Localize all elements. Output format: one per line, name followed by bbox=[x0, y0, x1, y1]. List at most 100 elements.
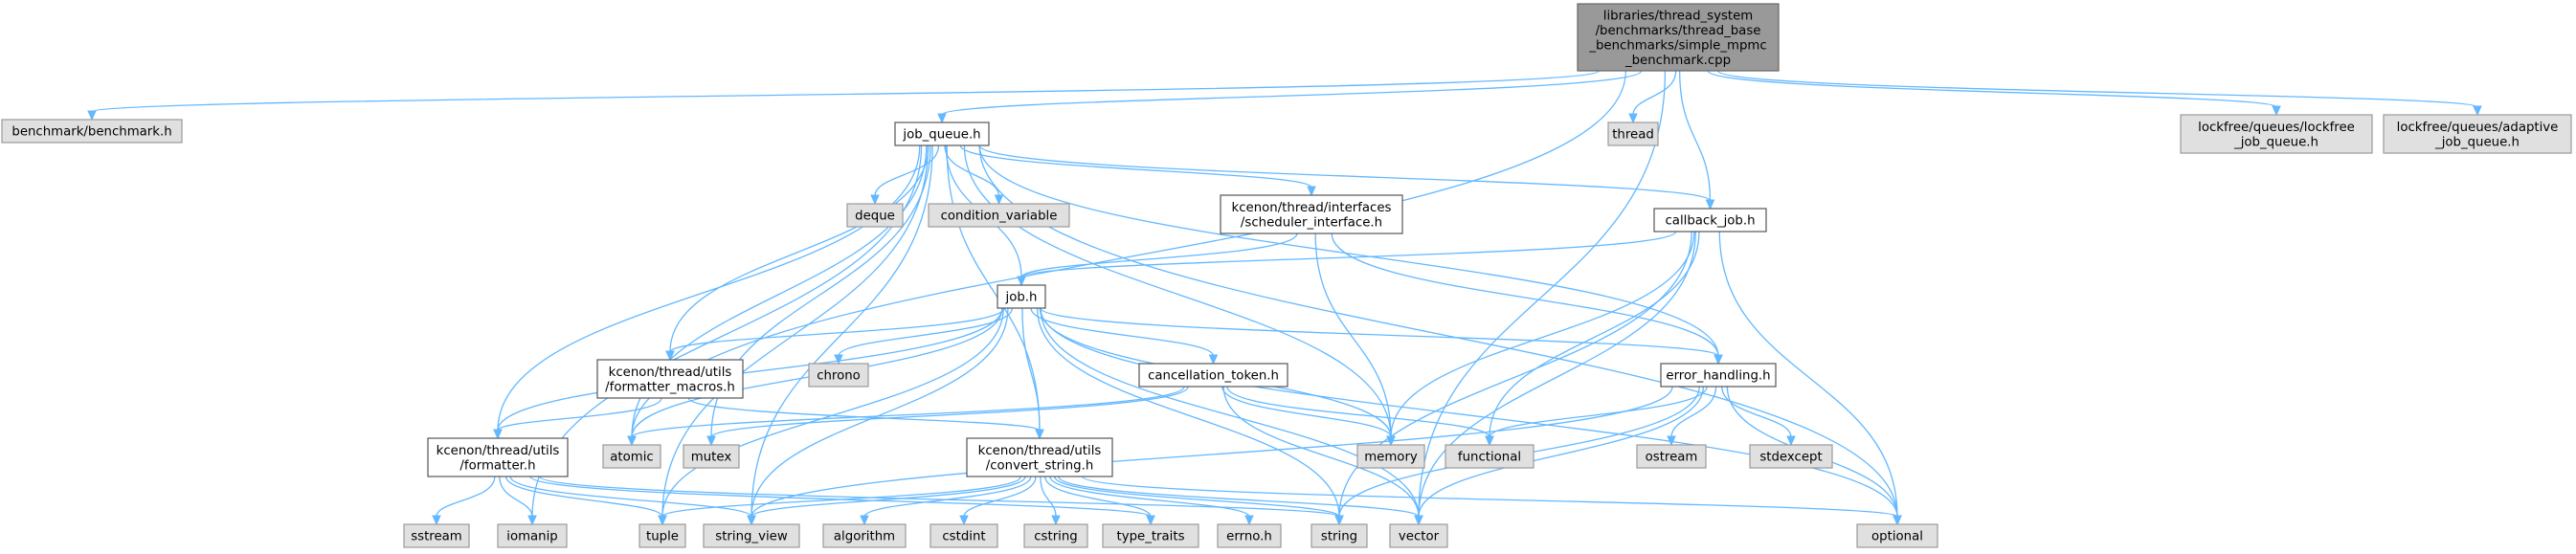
node-job_queue-box bbox=[894, 122, 990, 146]
node-errno-label-line: errno.h bbox=[1226, 530, 1272, 544]
node-memory-box bbox=[1356, 444, 1425, 469]
edge-job-to-chrono bbox=[838, 307, 1014, 357]
node-formatter[interactable]: kcenon/thread/utils/formatter.h bbox=[427, 437, 569, 477]
node-callback_job-box bbox=[1653, 208, 1767, 233]
edge-convert_string-to-cstdint bbox=[963, 476, 1037, 518]
node-convert_string[interactable]: kcenon/thread/utils/convert_string.h bbox=[966, 437, 1113, 477]
edge-callback_job-to-functional bbox=[1489, 231, 1700, 438]
edge-arrow-error_handling-to-stdexcept bbox=[1786, 435, 1796, 447]
edge-arrow-formatter-to-sstream bbox=[432, 515, 441, 526]
node-deque: deque bbox=[846, 203, 904, 228]
edge-convert_string-to-vector bbox=[1058, 476, 1420, 518]
node-tuple: tuple bbox=[638, 523, 686, 548]
node-root[interactable]: libraries/thread_system/benchmarks/threa… bbox=[1577, 3, 1780, 72]
node-tuple-label-line: tuple bbox=[646, 530, 679, 544]
edge-cancellation_token-to-memory bbox=[1221, 386, 1392, 438]
edge-arrow-job-to-cancellation_token bbox=[1208, 354, 1219, 366]
node-scheduler_interface-label-line: /scheduler_interface.h bbox=[1241, 215, 1382, 230]
edge-error_handling-to-stdexcept bbox=[1721, 386, 1792, 438]
node-vector-label-line: vector bbox=[1399, 530, 1440, 544]
node-job[interactable]: job.h bbox=[997, 284, 1046, 309]
edge-job_queue-to-string_view bbox=[750, 144, 933, 518]
node-job_queue[interactable]: job_queue.h bbox=[894, 122, 990, 146]
node-cancellation_token-label-line: cancellation_token.h bbox=[1148, 369, 1279, 384]
edge-callback_job-to-string bbox=[1338, 231, 1692, 518]
edge-arrow-convert_string-to-tuple bbox=[658, 515, 667, 526]
node-scheduler_interface[interactable]: kcenon/thread/interfaces/scheduler_inter… bbox=[1220, 194, 1403, 234]
node-iomanip: iomanip bbox=[497, 523, 568, 548]
edge-convert_string-to-type_traits bbox=[1044, 476, 1152, 518]
node-formatter_macros-box bbox=[596, 359, 744, 399]
edge-formatter_macros-to-formatter bbox=[497, 397, 662, 432]
node-formatter_macros[interactable]: kcenon/thread/utils/formatter_macros.h bbox=[596, 359, 744, 399]
edge-job-to-string bbox=[1036, 307, 1340, 518]
edge-job_queue-to-convert_string bbox=[946, 144, 1041, 432]
edge-arrow-job_queue-to-callback_job bbox=[1705, 199, 1715, 211]
edge-arrow-convert_string-to-type_traits bbox=[1146, 515, 1155, 526]
edge-job-to-cancellation_token bbox=[1030, 307, 1215, 357]
node-tuple-box bbox=[638, 523, 686, 548]
edge-convert_string-to-errno bbox=[1049, 476, 1250, 518]
node-cstring-box bbox=[1023, 523, 1088, 548]
node-scheduler_interface-box bbox=[1220, 194, 1403, 234]
edge-root-to-callback_job bbox=[1679, 70, 1712, 202]
edge-cancellation_token-to-functional bbox=[1226, 386, 1490, 438]
edge-convert_string-to-cstring bbox=[1040, 476, 1057, 518]
node-condition_variable-label-line: condition_variable bbox=[941, 210, 1058, 224]
node-optional-box bbox=[1856, 523, 1938, 548]
node-scheduler_interface-label-line: kcenon/thread/interfaces bbox=[1232, 201, 1392, 215]
node-atomic-box bbox=[602, 444, 661, 469]
node-root-label-line: _benchmarks/simple_mpmc bbox=[1588, 38, 1766, 53]
edge-arrow-convert_string-to-string bbox=[1334, 515, 1344, 526]
node-benchmark-box bbox=[1, 119, 183, 144]
node-string-label-line: string bbox=[1321, 530, 1357, 544]
edge-arrow-job-to-formatter_macros bbox=[665, 350, 675, 362]
node-chrono-label-line: chrono bbox=[817, 369, 861, 384]
edge-arrow-root-to-job_queue bbox=[937, 113, 947, 124]
edge-arrow-cancellation_token-to-atomic bbox=[627, 435, 637, 447]
node-ostream-box bbox=[1636, 444, 1707, 469]
edge-scheduler_interface-to-memory bbox=[1314, 233, 1392, 438]
edge-arrow-convert_string-to-cstring bbox=[1051, 515, 1061, 526]
node-functional-box bbox=[1445, 444, 1534, 469]
node-lockfree_job_queue-label-line: lockfree/queues/lockfree bbox=[2198, 121, 2355, 135]
edge-cancellation_token-to-atomic bbox=[631, 386, 1185, 438]
node-cstdint: cstdint bbox=[930, 523, 998, 548]
edge-arrow-job_queue-to-scheduler_interface bbox=[1307, 186, 1316, 197]
node-adaptive_job_queue-label-line: lockfree/queues/adaptive bbox=[2397, 121, 2559, 135]
edge-arrow-convert_string-to-string_view bbox=[747, 515, 756, 526]
edge-job_queue-to-formatter bbox=[497, 144, 921, 432]
node-functional-label-line: functional bbox=[1458, 451, 1521, 465]
node-cancellation_token[interactable]: cancellation_token.h bbox=[1138, 363, 1288, 388]
node-cstring-label-line: cstring bbox=[1034, 530, 1077, 544]
edge-arrow-error_handling-to-functional bbox=[1485, 435, 1494, 447]
node-cstdint-box bbox=[930, 523, 998, 548]
node-formatter-box bbox=[427, 437, 569, 477]
edge-arrow-convert_string-to-vector bbox=[1414, 515, 1423, 526]
node-functional: functional bbox=[1445, 444, 1534, 469]
node-job-box bbox=[997, 284, 1046, 309]
node-root-label-line: /benchmarks/thread_base bbox=[1596, 24, 1761, 38]
edge-job-to-error_handling bbox=[1040, 307, 1719, 357]
node-formatter_macros-label-line: /formatter_macros.h bbox=[605, 380, 735, 394]
node-callback_job[interactable]: callback_job.h bbox=[1653, 208, 1767, 233]
node-type_traits-label-line: type_traits bbox=[1116, 530, 1184, 544]
edge-job_queue-to-tuple bbox=[661, 144, 930, 518]
node-chrono-box bbox=[808, 363, 869, 388]
node-root-label-line: libraries/thread_system bbox=[1603, 9, 1754, 23]
edge-callback_job-to-optional bbox=[1718, 231, 1898, 518]
node-memory: memory bbox=[1356, 444, 1425, 469]
node-stdexcept: stdexcept bbox=[1749, 444, 1833, 469]
edge-scheduler_interface-to-job bbox=[1020, 233, 1298, 278]
node-condition_variable-box bbox=[928, 203, 1070, 228]
edge-job_queue-to-formatter_macros bbox=[669, 144, 930, 353]
edge-formatter-to-string_view bbox=[509, 476, 752, 518]
edge-cancellation_token-to-vector bbox=[1222, 386, 1420, 518]
node-error_handling[interactable]: error_handling.h bbox=[1660, 363, 1777, 388]
edge-arrow-formatter_macros-to-convert_string bbox=[1035, 429, 1044, 440]
node-type_traits-box bbox=[1102, 523, 1199, 548]
node-iomanip-box bbox=[497, 523, 568, 548]
edge-arrow-job_queue-to-deque bbox=[870, 194, 880, 206]
node-algorithm: algorithm bbox=[822, 523, 907, 548]
node-string-box bbox=[1310, 523, 1368, 548]
